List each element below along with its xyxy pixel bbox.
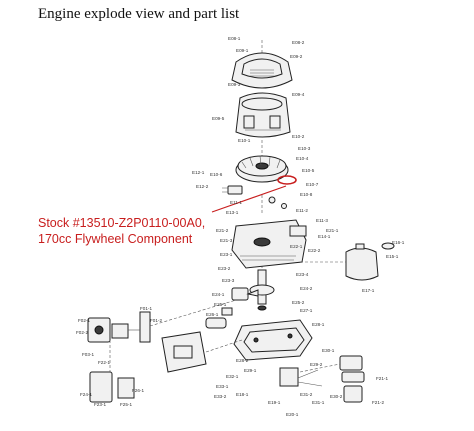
engine-block	[231, 219, 307, 269]
part-label: E19-1	[268, 400, 281, 405]
part-label: E25-1	[214, 302, 227, 307]
part-label: F26-1	[132, 388, 144, 393]
part-label: E09-5	[212, 116, 225, 121]
part-label: E10-2	[292, 134, 305, 139]
part-label: E22-2	[308, 248, 321, 253]
part-label: E11-1	[230, 200, 242, 205]
part-label: E26-1	[206, 312, 219, 317]
part-label: E27-1	[300, 308, 313, 313]
part-label: F25-1	[120, 402, 132, 407]
part-label: E11-3	[316, 218, 328, 223]
part-label: E24-2	[300, 286, 313, 291]
part-label: E11-2	[296, 208, 308, 213]
part-label: E24-1	[212, 292, 225, 297]
part-label: E10-1	[238, 138, 251, 143]
part-label: E09-1	[236, 48, 249, 53]
part-label: E31-1	[312, 400, 325, 405]
part-label: F02-2	[76, 330, 88, 335]
part-label: F22-1	[98, 360, 110, 365]
part-label: E33-1	[216, 384, 229, 389]
part-label: E18-1	[236, 392, 249, 397]
part-label: E09-2	[290, 54, 303, 59]
part-label: E21-1	[326, 228, 339, 233]
part-label: F24-1	[80, 392, 92, 397]
part-label: E22-1	[290, 244, 303, 249]
part-label: E29-2	[310, 362, 323, 367]
part-label: E10-3	[298, 146, 311, 151]
part-label: E15-1	[386, 254, 399, 259]
part-label: E13-1	[226, 210, 239, 215]
part-label: F23-1	[94, 402, 106, 407]
part-label: E28-2	[236, 358, 249, 363]
crankshaft	[249, 269, 275, 311]
part-label: E14-1	[318, 234, 331, 239]
flywheel-highlight-marker	[277, 175, 297, 185]
fan-housing	[235, 92, 291, 138]
part-label: E25-2	[292, 300, 305, 305]
muffler	[161, 317, 227, 373]
piston-assembly	[221, 287, 259, 316]
part-label: E08-2	[292, 40, 305, 45]
engine-cover	[231, 52, 293, 89]
part-label: E09-3	[228, 82, 241, 87]
part-label: E10-6	[210, 172, 223, 177]
air-filter	[89, 371, 135, 403]
part-label: E30-1	[322, 348, 335, 353]
part-label: F03-1	[82, 352, 94, 357]
part-label: E09-4	[292, 92, 305, 97]
part-label: E21-2	[216, 228, 229, 233]
oil-sump	[233, 319, 313, 361]
part-label: E23-4	[296, 272, 309, 277]
part-label: E32-1	[226, 374, 239, 379]
part-label: E10-7	[306, 182, 319, 187]
part-label: E10-8	[300, 192, 313, 197]
part-label: E12-1	[192, 170, 205, 175]
callout-stock-number: Stock #13510-Z2P0110-00A0,	[38, 216, 206, 230]
page-title: Engine explode view and part list	[38, 6, 240, 22]
part-label: F01-2	[150, 318, 162, 323]
part-label: E23-1	[220, 252, 233, 257]
ignition-coil	[222, 185, 287, 209]
part-label: E28-1	[312, 322, 325, 327]
part-label: F21-2	[372, 400, 384, 405]
part-label: F01-1	[140, 306, 152, 311]
part-label: E10-4	[296, 156, 309, 161]
part-label: E23-2	[218, 266, 231, 271]
part-label: E23-3	[222, 278, 235, 283]
fuel-tank	[345, 242, 395, 281]
callout-description: 170cc Flywheel Component	[38, 232, 193, 246]
carburetor	[87, 311, 151, 343]
part-label: F02-1	[78, 318, 90, 323]
part-label: E30-2	[330, 394, 343, 399]
part-label: E33-2	[214, 394, 227, 399]
part-label: E17-1	[362, 288, 375, 293]
part-label: E21-3	[220, 238, 233, 243]
part-label: E16-1	[392, 240, 405, 245]
part-label: E10-5	[302, 168, 315, 173]
flywheel	[235, 155, 289, 183]
part-label: F21-1	[376, 376, 388, 381]
flywheel-highlight-leader	[211, 185, 287, 213]
governor-linkage	[279, 355, 365, 403]
part-label: E12-2	[196, 184, 209, 189]
part-label: E20-1	[286, 412, 299, 417]
part-label: E31-2	[300, 392, 313, 397]
part-label: E29-1	[244, 368, 257, 373]
part-label: E08-1	[228, 36, 241, 41]
